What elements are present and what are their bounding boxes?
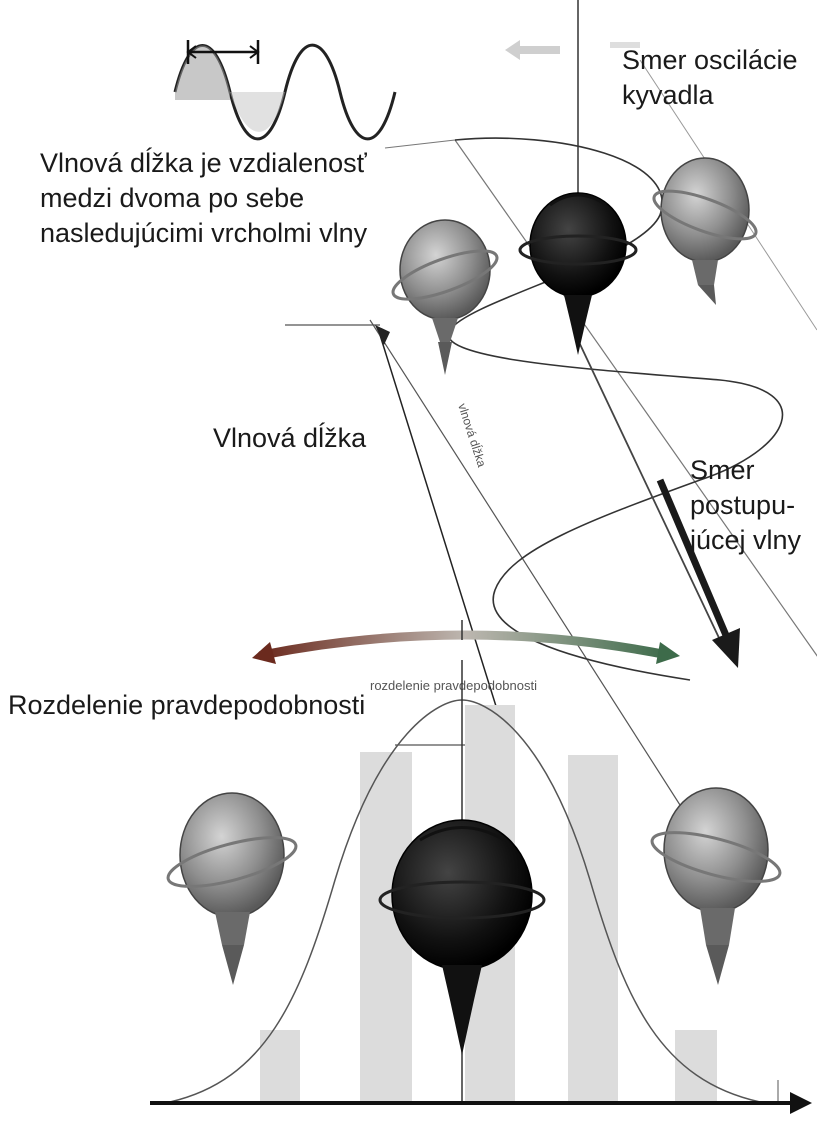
band-4 (568, 755, 618, 1102)
oscillation-label-line2: kyvadla (622, 80, 714, 111)
wave-icon (175, 40, 395, 139)
pendulum-gray-right (649, 158, 761, 305)
propagation-label-line2: postupu- (690, 490, 795, 521)
probability-label: Rozdelenie pravdepodobnosti (8, 690, 365, 721)
wavelength-label: Vlnová dĺžka (213, 423, 366, 454)
definition-label-line3: nasledujúcimi vrcholmi vlny (40, 218, 367, 249)
pendulum-gray-left (388, 220, 502, 375)
band-5 (675, 1030, 717, 1102)
probability-small-text: rozdelenie pravdepodobnosti (370, 678, 537, 693)
propagation-label-line1: Smer (690, 455, 755, 486)
definition-label-line1: Vlnová dĺžka je vzdialenosť (40, 148, 367, 179)
faint-direction-arrow (505, 40, 640, 60)
oscillation-label-line1: Smer oscilácie (622, 45, 798, 76)
probability-distribution (150, 660, 812, 1114)
pendulum-gray-bottom-right (648, 788, 785, 985)
wavelength-small-text: vlnová dĺžka (455, 401, 490, 469)
propagation-label-line3: júcej vlny (690, 525, 801, 556)
pendulum-wave-diagram: vlnová dĺžka (285, 0, 817, 805)
definition-label-line2: medzi dvoma po sebe (40, 183, 304, 214)
pendulum-dark-center (520, 193, 636, 355)
swing-arrow (252, 620, 680, 664)
pendulum-gray-bottom-left (164, 793, 301, 985)
